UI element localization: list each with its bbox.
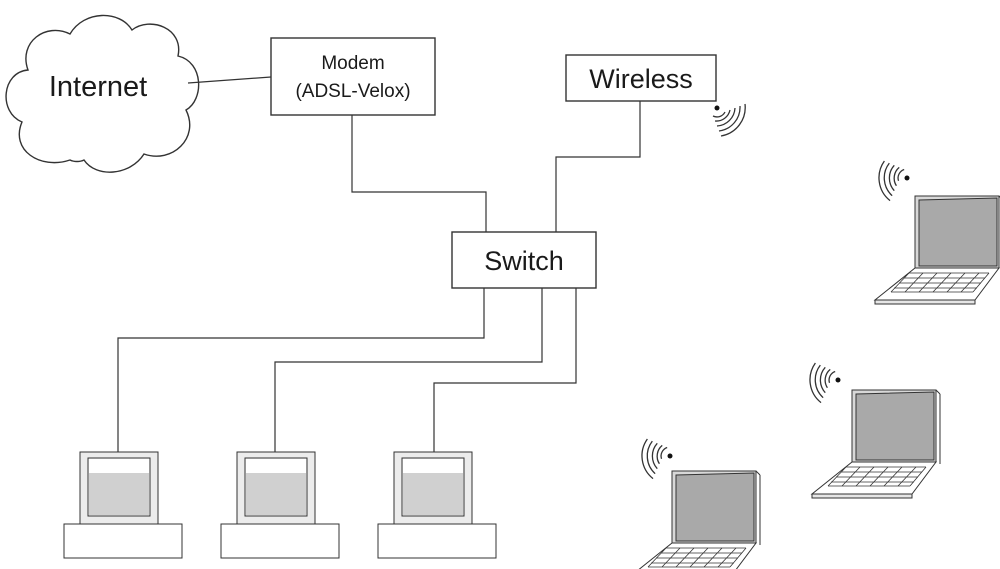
wifi-signal-icon	[797, 356, 845, 404]
switch-pc2-link	[274, 288, 543, 452]
switch-pc3-link	[433, 288, 577, 452]
switch-node: Switch	[451, 231, 597, 289]
switch-pc1-link	[117, 288, 485, 452]
desktop-computer-icon	[220, 451, 340, 559]
wireless-node: Wireless	[565, 54, 717, 102]
desktop-computer-icon	[377, 451, 497, 559]
wifi-signal-icon	[712, 103, 746, 137]
connection-lines	[117, 76, 641, 452]
wireless-switch-link	[555, 101, 641, 232]
cloud-icon	[5, 14, 200, 173]
laptop-icon	[631, 470, 761, 569]
wifi-signal-icon	[866, 154, 914, 202]
internet-label: Internet	[49, 71, 147, 103]
modem-node: Modem (ADSL-Velox)	[270, 37, 436, 116]
laptop-icon	[874, 195, 1000, 305]
switch-label: Switch	[484, 246, 564, 276]
wireless-label: Wireless	[589, 64, 693, 94]
internet-modem-link	[187, 76, 272, 84]
modem-model-label: (ADSL-Velox)	[295, 81, 410, 102]
modem-switch-link	[351, 115, 487, 232]
desktop-computer-icon	[63, 451, 183, 559]
wifi-signal-icon	[629, 432, 677, 480]
laptop-icon	[811, 389, 941, 499]
modem-label: Modem	[321, 53, 384, 74]
